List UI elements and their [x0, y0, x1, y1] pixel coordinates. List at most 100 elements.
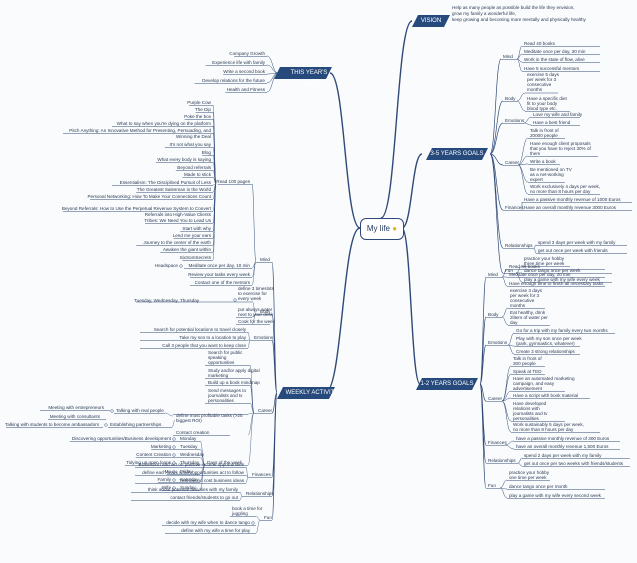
- book-item[interactable]: The Greatest Salesman in the World: [136, 187, 211, 192]
- body-item[interactable]: every week: [238, 296, 262, 301]
- fun-item[interactable]: practice your hobby: [509, 470, 550, 475]
- mind-item[interactable]: Have enough time to finish all necessary…: [509, 281, 604, 286]
- day-task[interactable]: Tidying up open loops: [126, 460, 171, 465]
- relationships-item[interactable]: get out once per two weeks with friends/…: [524, 461, 624, 466]
- topic-weekly-activity[interactable]: WEEKLY ACTIVITY: [285, 390, 339, 396]
- relationships-item[interactable]: spend 3 days per week with my family: [538, 240, 616, 245]
- day-task[interactable]: Content Creation: [136, 452, 171, 457]
- body-item[interactable]: Have a specific diet: [527, 96, 567, 101]
- career-item[interactable]: relations with: [513, 406, 540, 411]
- category-mind[interactable]: Mind: [260, 257, 270, 262]
- emotions-item[interactable]: Go for a trip with my family every two m…: [516, 328, 608, 333]
- book-item[interactable]: Awaken the giant within: [162, 247, 211, 252]
- fun-item[interactable]: decide with my wife when to dance tango: [166, 520, 250, 525]
- topic-this-years-focus[interactable]: THIS YEAR'S FOCUS: [290, 70, 328, 88]
- book-item[interactable]: Tribes: We Need You to Lead Us: [144, 218, 211, 223]
- day-name[interactable]: Friday: [180, 469, 193, 474]
- category-relationships[interactable]: Relationships: [488, 458, 516, 463]
- fun-item[interactable]: three time per week: [524, 261, 565, 266]
- category-finances[interactable]: Finances: [488, 440, 507, 445]
- career-item[interactable]: that you have to reject 30% of: [530, 146, 591, 151]
- body-item[interactable]: day: [510, 320, 518, 325]
- career-item[interactable]: Be mentioned on TV: [530, 167, 572, 172]
- body-item[interactable]: months: [510, 303, 526, 308]
- day-name[interactable]: Saturday: [180, 477, 199, 482]
- career-item[interactable]: no more than 8 hours per day: [530, 189, 591, 194]
- collapse-dot[interactable]: [110, 409, 114, 413]
- book-item[interactable]: Start with why: [182, 226, 211, 231]
- body-item[interactable]: to exercise for: [238, 291, 267, 296]
- body-item[interactable]: next to your desk: [238, 312, 273, 317]
- career-item[interactable]: Contact creation: [176, 430, 210, 435]
- fun-item[interactable]: dance tango once per week: [524, 268, 581, 273]
- book-item[interactable]: Journey to the center of the earth: [143, 240, 211, 245]
- career-item[interactable]: Work sustainably 5 days per week,: [513, 422, 584, 427]
- mind-item[interactable]: Have 5 successful mentors: [524, 66, 580, 71]
- relationships-item[interactable]: get out once per week with friends: [538, 248, 608, 253]
- fun-item[interactable]: practice your hobby: [524, 256, 565, 261]
- body-item[interactable]: consecutive: [510, 298, 535, 303]
- career-item[interactable]: Study and/or apply digital: [208, 368, 260, 373]
- collapse-dot[interactable]: [172, 478, 176, 482]
- focus-item[interactable]: Develop relations for the future: [202, 78, 265, 83]
- vision-text[interactable]: keep growing and becoming more mentally …: [452, 17, 586, 22]
- topic-vision[interactable]: VISION: [420, 18, 442, 24]
- emotions-item[interactable]: Call 3 people that you want to keep clos…: [162, 343, 246, 348]
- day-task[interactable]: Discovering opportunities/Business devel…: [71, 436, 171, 441]
- mind-item[interactable]: Contact one of the mentors: [194, 280, 250, 285]
- topic-1-2-years-goals[interactable]: 1-2 YEARS GOALS: [420, 381, 474, 387]
- day-task[interactable]: Family: [157, 477, 171, 482]
- emotions-item[interactable]: Play with my son once per week: [516, 336, 582, 341]
- day-name[interactable]: Tuesday: [180, 444, 198, 449]
- body-item[interactable]: Eat healthy, drink: [510, 310, 546, 315]
- book-item[interactable]: Personal Networking: How To Make Your Co…: [87, 194, 211, 199]
- finances-item[interactable]: Brainstorm and act on passive income opp…: [138, 462, 244, 467]
- book-item[interactable]: Made to stick: [183, 172, 211, 177]
- vision-text[interactable]: Help as many people as possible build th…: [452, 5, 575, 10]
- category-relationships[interactable]: Relationships: [505, 243, 533, 248]
- book-item[interactable]: Referrals into High-Value Clients: [144, 212, 211, 217]
- body-item[interactable]: consecutive: [527, 82, 552, 87]
- mind-item[interactable]: Work in the state of flow, alive: [524, 57, 585, 62]
- career-item[interactable]: Build up a book mindmap: [208, 380, 260, 385]
- days-branch[interactable]: Days of the week: [207, 460, 243, 465]
- category-emotions[interactable]: Emotions: [505, 118, 525, 123]
- topic-3-5-years-goals[interactable]: 3-5 YEARS GOALS: [430, 151, 484, 157]
- fun-item[interactable]: book a time for: [232, 506, 263, 511]
- day-task[interactable]: Wife: [161, 485, 171, 490]
- finances-item[interactable]: Have a passive monthly revenue of 1000 E…: [524, 197, 621, 202]
- body-item[interactable]: exercise 5 days: [527, 72, 559, 77]
- body-item[interactable]: put always water: [238, 307, 273, 312]
- category-finances[interactable]: Finances: [252, 472, 271, 477]
- relationships-item[interactable]: contact friends/students to go out: [170, 495, 238, 500]
- fun-item[interactable]: define with my wife a time for play: [181, 528, 250, 533]
- career-item[interactable]: 20000 people: [530, 133, 558, 138]
- category-emotions[interactable]: Emotions: [488, 340, 508, 345]
- career-item[interactable]: Talk in front of: [513, 356, 542, 361]
- career-item[interactable]: personalities: [513, 416, 539, 421]
- focus-item[interactable]: Health and Fitness: [226, 87, 265, 92]
- finances-item[interactable]: Have an overall monthly revenue 3000 Eur…: [524, 205, 616, 210]
- category-body[interactable]: Body: [488, 312, 499, 317]
- book-item[interactable]: Beyond referrals: [177, 165, 211, 170]
- fun-item[interactable]: play a game with my wife every week: [524, 277, 600, 282]
- career-left-item[interactable]: Meeting with consultants: [49, 414, 100, 419]
- career-item[interactable]: personalities: [208, 398, 234, 403]
- career-item[interactable]: Write a book: [530, 159, 556, 164]
- career-item[interactable]: Speak at TED: [513, 369, 542, 374]
- mind-item[interactable]: Meditate once per day, 30 min: [524, 49, 586, 54]
- day-task[interactable]: Me: [164, 469, 171, 474]
- category-emotions[interactable]: Emotions: [254, 335, 274, 340]
- career-item[interactable]: Talk in front of: [530, 128, 559, 133]
- book-item[interactable]: Purple Cow: [187, 100, 211, 105]
- career-left-item[interactable]: Meeting with entrepreneurs: [48, 405, 104, 410]
- career-item[interactable]: as a net-working: [530, 172, 564, 177]
- book-item[interactable]: The Dip: [194, 107, 211, 112]
- career-left-item[interactable]: Talking with real people: [116, 408, 164, 413]
- book-item[interactable]: SixSomSecrets: [179, 255, 211, 260]
- finances-item[interactable]: Test low-no cost business ideas: [179, 478, 244, 483]
- collapse-dot[interactable]: [172, 445, 176, 449]
- finances-item[interactable]: have an overall monthly revenue 1,500 Eu…: [516, 444, 609, 449]
- collapse-dot[interactable]: [179, 264, 183, 268]
- body-item[interactable]: define 3 timeslots: [238, 286, 274, 291]
